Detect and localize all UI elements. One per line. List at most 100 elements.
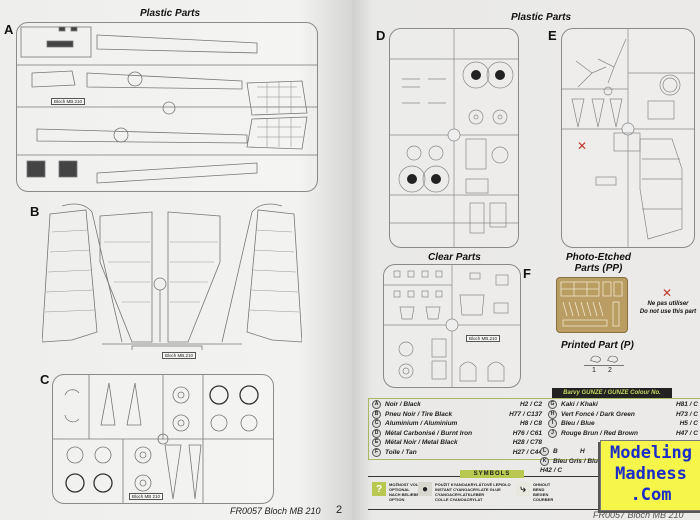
watermark-line3: .Com bbox=[630, 485, 672, 505]
sprue-a-tag: Bloch MB.210 bbox=[51, 98, 86, 105]
paint-code: H42 / C bbox=[540, 467, 563, 474]
paint-letter-badge: B bbox=[372, 409, 381, 419]
printed-parts-drawing bbox=[590, 355, 618, 363]
symbols-title: SYMBOLS bbox=[460, 470, 524, 478]
paint-code: H2 / C2 bbox=[519, 401, 542, 408]
sprue-f: Bloch MB.210 bbox=[383, 264, 521, 388]
paint-name: B bbox=[553, 448, 558, 456]
sprue-f-drawing bbox=[384, 265, 520, 387]
paint-name: Rouge Brun / Red Brown bbox=[561, 429, 638, 437]
sprue-b-drawing bbox=[42, 203, 302, 350]
sprue-b-letter: B bbox=[30, 204, 40, 219]
paint-row: F Toile / Tan H27 / C44 bbox=[372, 447, 542, 457]
paint-code: H27 / C44 bbox=[512, 448, 542, 456]
photo-etched-heading-line1: Photo-Etched bbox=[566, 252, 631, 263]
paint-letter-badge: E bbox=[372, 438, 381, 447]
question-icon: ? bbox=[372, 482, 386, 496]
modeling-madness-watermark: Modeling Madness .Com bbox=[600, 440, 700, 511]
glue-drop-icon: ● bbox=[418, 482, 432, 496]
sprue-b-tag: Bloch MB.210 bbox=[162, 352, 197, 359]
symbol-text-line: MOŽNOST VOLBY bbox=[389, 482, 424, 487]
paint-row: A Noir / Black H2 / C2 bbox=[372, 400, 542, 409]
photo-etched-fret-drawing bbox=[560, 281, 623, 327]
paint-name: Métal Carbonisé / Burnt Iron bbox=[385, 429, 473, 437]
footer-right: FR0057 Bloch MB 210 bbox=[593, 510, 684, 520]
symbol-text-line: CYANOACRYLATKLEBER bbox=[435, 492, 485, 497]
paint-name: Aluminium / Aluminium bbox=[385, 420, 458, 428]
paint-code: H bbox=[580, 448, 585, 455]
paint-row: E Métal Noir / Metal Black H28 / C78 bbox=[372, 438, 542, 447]
sprue-e: ✕ bbox=[561, 28, 695, 248]
plastic-parts-heading-right: Plastic Parts bbox=[511, 12, 572, 23]
watermark-line1: Modeling bbox=[610, 443, 692, 463]
sprue-a: Bloch MB.210 bbox=[16, 22, 318, 192]
photo-etched-fret bbox=[556, 277, 628, 333]
paint-name: Noir / Black bbox=[385, 401, 421, 409]
sprue-d-letter: D bbox=[376, 28, 386, 43]
do-not-use-note: Ne pas utiliser Do not use this part bbox=[636, 300, 700, 316]
paint-letter-badge: J bbox=[548, 428, 557, 438]
symbols-bar bbox=[368, 476, 700, 510]
sprue-e-drawing bbox=[562, 29, 694, 247]
paint-code: H28 / C78 bbox=[512, 439, 542, 446]
paint-code: H73 / C bbox=[675, 410, 698, 418]
sprue-a-letter: A bbox=[4, 22, 14, 37]
symbol-text-line: NACH BELIEBEN bbox=[389, 492, 422, 497]
paint-letter-badge: G bbox=[548, 400, 557, 409]
sprue-d-drawing bbox=[390, 29, 518, 247]
printed-part-divider bbox=[584, 365, 624, 366]
photo-etched-heading-line2: Parts (PP) bbox=[574, 263, 623, 274]
sprue-f-letter: F bbox=[523, 266, 531, 281]
sprue-c-letter: C bbox=[40, 372, 50, 387]
paint-name: Bleu / Blue bbox=[561, 420, 595, 428]
symbol-text-line: COLLE CYANOACRYLAT bbox=[435, 497, 483, 502]
paint-letter-badge: D bbox=[372, 428, 381, 438]
symbol-text-line: BEND bbox=[533, 487, 545, 492]
printed-part-label-2: 2 bbox=[608, 367, 612, 374]
sprue-e-letter: E bbox=[548, 28, 557, 43]
symbol-text-line: OPTION bbox=[389, 497, 405, 502]
paint-name: Toile / Tan bbox=[385, 448, 417, 456]
paint-name: Bleu Gris / Blue Grey bbox=[553, 458, 619, 466]
symbol-text-line: OPTIONAL bbox=[389, 487, 410, 492]
paint-letter-badge: I bbox=[548, 419, 557, 428]
paint-name: Métal Noir / Metal Black bbox=[385, 439, 458, 447]
sprue-a-drawing bbox=[17, 26, 317, 184]
symbol-text-line: POUŽIT KYANOAKRYLÁTOVÉ LEPIDLO bbox=[435, 482, 511, 487]
footer-left: FR0057 Bloch MB 210 bbox=[230, 506, 321, 516]
do-not-use-note-en: Do not use this part bbox=[639, 309, 697, 315]
paint-table bbox=[368, 398, 700, 460]
paint-code: H47 / C bbox=[675, 429, 698, 437]
paint-code: H76 / C61 bbox=[512, 429, 542, 437]
clear-parts-heading: Clear Parts bbox=[428, 252, 481, 263]
paint-letter-badge: H bbox=[548, 409, 557, 419]
paint-table-header: Barvy GUNZE / GUNZE Colour No. bbox=[552, 388, 672, 398]
symbol-text-line: BIEGEN bbox=[533, 492, 549, 497]
paint-letter-badge: F bbox=[372, 447, 381, 457]
paint-letter-badge: L bbox=[540, 447, 549, 456]
paint-code: H81 / C bbox=[675, 401, 698, 408]
sprue-c-tag: Bloch MB 210 bbox=[129, 493, 164, 500]
printed-part-label-1: 1 bbox=[592, 367, 596, 374]
sprue-f-tag: Bloch MB.210 bbox=[466, 335, 501, 342]
paint-row: D Métal Carbonisé / Burnt Iron H76 / C61 bbox=[372, 428, 542, 438]
page-number: 2 bbox=[336, 504, 343, 516]
do-not-use-legend-x-icon: ✕ bbox=[662, 286, 673, 300]
paint-row: G Kaki / Khaki H81 / C bbox=[548, 400, 698, 409]
paint-code: H8 / C8 bbox=[519, 420, 542, 427]
paint-name: Kaki / Khaki bbox=[561, 401, 598, 409]
plastic-parts-heading-left: Plastic Parts bbox=[140, 8, 201, 19]
watermark-line2: Madness bbox=[615, 464, 687, 484]
sprue-d bbox=[389, 28, 519, 248]
printed-part-heading: Printed Part (P) bbox=[561, 340, 634, 351]
paint-letter-badge: A bbox=[372, 400, 381, 409]
photo-etched-heading: Photo-Etched Parts (PP) bbox=[566, 252, 631, 274]
